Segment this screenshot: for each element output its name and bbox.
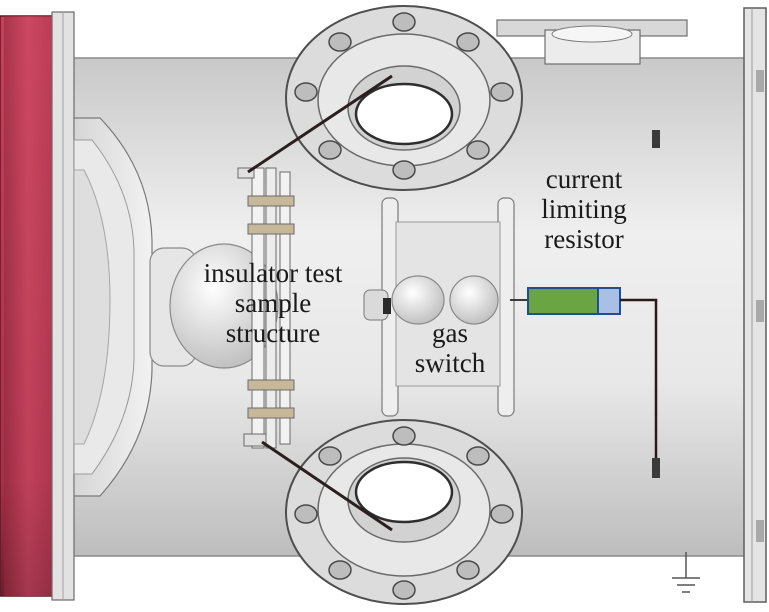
- top-port-flange: [285, 5, 523, 191]
- insulator-sample-stack: [237, 167, 295, 449]
- label-line: gas: [432, 318, 468, 348]
- ground-symbol-icon: [672, 552, 700, 593]
- insulator-leader-top: [247, 74, 393, 174]
- label-line: current: [545, 164, 623, 194]
- label-line: insulator test: [203, 258, 343, 288]
- label-line: resistor: [544, 224, 624, 254]
- left-end-flange: [0, 11, 75, 601]
- right-end-flange: [743, 7, 767, 603]
- label-line: sample: [234, 288, 312, 318]
- label-line: structure: [225, 318, 321, 348]
- insulator-sample-label: insulator test sample structure: [180, 258, 366, 348]
- insulator-leader-bottom: [261, 440, 393, 532]
- current-limiting-resistor: [510, 130, 660, 478]
- top-mount-plate: [496, 19, 688, 65]
- label-line: switch: [414, 348, 486, 378]
- resistor-label: current limiting resistor: [516, 164, 652, 254]
- bottom-port-flange: [285, 419, 523, 605]
- label-line: limiting: [541, 194, 627, 224]
- left-cone-electrode: [73, 117, 279, 497]
- gas-switch-label: gas switch: [398, 318, 502, 378]
- gas-switch-assembly: [363, 197, 515, 417]
